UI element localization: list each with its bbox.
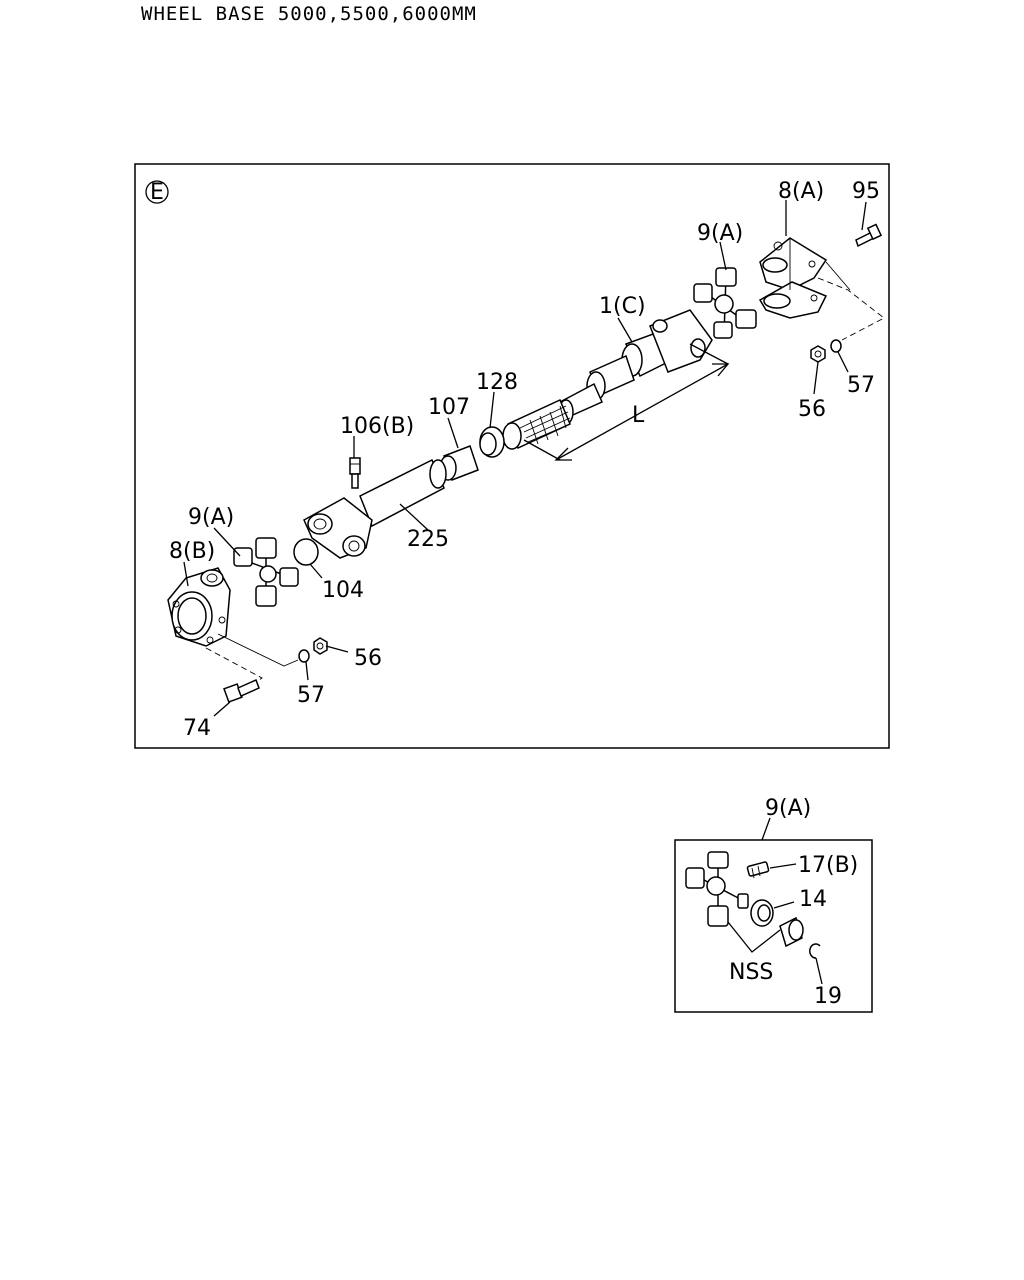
bolt-95 (855, 223, 883, 248)
label-57-top: 57 (847, 373, 875, 398)
label-17b: 17(B) (798, 853, 858, 878)
spider-detail (685, 851, 749, 927)
seal-128 (479, 426, 505, 458)
grease-fitting-17b (746, 861, 770, 879)
label-225: 225 (407, 527, 449, 552)
washer-57-bottom (298, 649, 310, 663)
label-74: 74 (183, 716, 211, 741)
page-header: WHEEL BASE 5000,5500,6000MM (141, 3, 477, 25)
grease-fitting-106b (349, 457, 361, 489)
section-marker: E (145, 180, 169, 205)
label-128: 128 (476, 370, 518, 395)
label-14: 14 (799, 887, 827, 912)
slip-yoke-1c (558, 309, 713, 425)
label-56-top: 56 (798, 397, 826, 422)
label-19: 19 (814, 984, 842, 1009)
o-ring-104 (293, 538, 319, 566)
tube-yoke (303, 497, 373, 559)
flange-yoke-8a (758, 237, 828, 319)
label-57-bottom: 57 (297, 683, 325, 708)
label-104: 104 (322, 578, 364, 603)
splined-shaft (502, 398, 571, 450)
seal-14 (750, 899, 774, 927)
label-nss: NSS (729, 960, 773, 985)
label-9a-top: 9(A) (697, 221, 743, 246)
bearing-cup (779, 916, 804, 948)
spider-9a-top (693, 267, 757, 339)
label-9a-left: 9(A) (188, 505, 234, 530)
spider-9a-left (233, 537, 299, 607)
label-107: 107 (428, 395, 470, 420)
section-marker-letter: E (150, 180, 164, 205)
label-8a: 8(A) (778, 179, 824, 204)
detail-title: 9(A) (765, 796, 811, 821)
nut-56-top (810, 345, 826, 363)
nut-56-bottom (313, 637, 328, 655)
tube-225 (359, 458, 447, 528)
flange-yoke-8b (167, 567, 231, 647)
detail-leader-lines (727, 863, 823, 985)
label-1c: 1(C) (599, 294, 646, 319)
label-L: L (632, 403, 645, 428)
label-95: 95 (852, 179, 880, 204)
washer-57-top (830, 339, 842, 353)
leader-lines (183, 200, 867, 717)
bolt-74 (223, 678, 260, 703)
label-8b: 8(B) (169, 539, 215, 564)
main-diagram-frame (134, 163, 890, 749)
dimension-L (523, 343, 730, 461)
snap-ring-19 (809, 943, 821, 959)
label-106b: 106(B) (340, 414, 414, 439)
detail-frame (674, 839, 873, 1013)
label-56-bottom: 56 (354, 646, 382, 671)
